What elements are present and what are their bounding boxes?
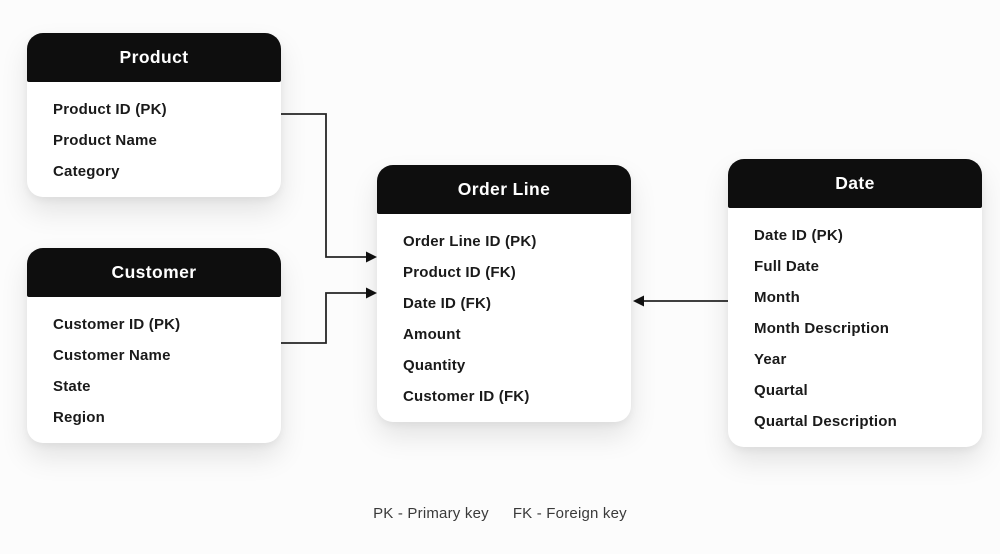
field-row: Date ID (FK) bbox=[403, 295, 492, 312]
connector-product-orderline bbox=[281, 113, 367, 258]
field-row: State bbox=[53, 378, 91, 395]
field-row: Quartal Description bbox=[754, 413, 897, 430]
legend-foreign-key: FK - Foreign key bbox=[512, 505, 627, 522]
field-row: Product Name bbox=[53, 132, 158, 149]
legend: PK - Primary key FK - Foreign key bbox=[0, 505, 1000, 522]
field-row: Date ID (PK) bbox=[754, 227, 844, 244]
table-order-line-fields: Order Line ID (PK) Product ID (FK) Date … bbox=[377, 214, 631, 422]
field-row: Month bbox=[754, 289, 800, 306]
field-row: Customer ID (PK) bbox=[53, 316, 181, 333]
table-customer-fields: Customer ID (PK) Customer Name State Reg… bbox=[27, 297, 281, 443]
field-row: Product ID (PK) bbox=[53, 101, 167, 118]
field-row: Category bbox=[53, 163, 120, 180]
table-date-fields: Date ID (PK) Full Date Month Month Descr… bbox=[728, 208, 982, 447]
table-order-line: Order Line Order Line ID (PK) Product ID… bbox=[377, 165, 631, 422]
field-row: Full Date bbox=[754, 258, 820, 275]
table-customer: Customer Customer ID (PK) Customer Name … bbox=[27, 248, 281, 443]
field-row: Year bbox=[754, 351, 787, 368]
field-row: Customer Name bbox=[53, 347, 171, 364]
field-row: Region bbox=[53, 409, 106, 426]
table-date: Date Date ID (PK) Full Date Month Month … bbox=[728, 159, 982, 447]
field-row: Amount bbox=[403, 326, 461, 343]
field-row: Product ID (FK) bbox=[403, 264, 516, 281]
table-customer-title: Customer bbox=[27, 248, 281, 297]
field-row: Order Line ID (PK) bbox=[403, 233, 537, 250]
arrowhead-customer-orderline bbox=[366, 287, 377, 299]
arrowhead-product-orderline bbox=[366, 251, 377, 263]
field-row: Quantity bbox=[403, 357, 466, 374]
table-order-line-title: Order Line bbox=[377, 165, 631, 214]
table-product-title: Product bbox=[27, 33, 281, 82]
field-row: Month Description bbox=[754, 320, 890, 337]
arrowhead-date-orderline bbox=[633, 295, 644, 307]
table-product: Product Product ID (PK) Product Name Cat… bbox=[27, 33, 281, 197]
connector-customer-orderline bbox=[281, 292, 367, 344]
table-date-title: Date bbox=[728, 159, 982, 208]
field-row: Quartal bbox=[754, 382, 808, 399]
field-row: Customer ID (FK) bbox=[403, 388, 530, 405]
table-product-fields: Product ID (PK) Product Name Category bbox=[27, 82, 281, 197]
legend-primary-key: PK - Primary key bbox=[373, 505, 489, 522]
